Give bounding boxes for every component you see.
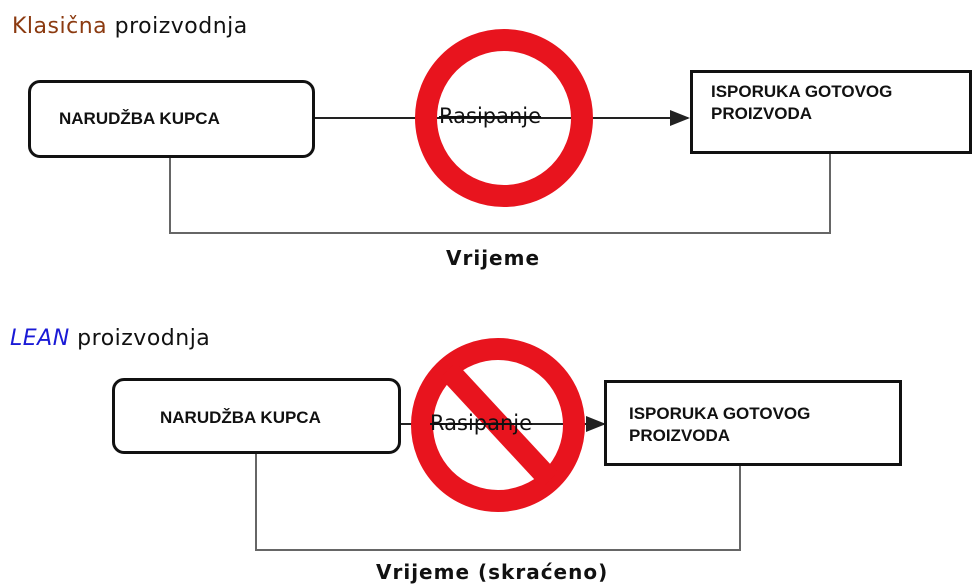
lean-flow [255, 338, 741, 551]
lean-delivery-box: ISPORUKA GOTOVOG PROIZVODA [604, 380, 902, 466]
classic-time-label: Vrijeme [446, 246, 541, 270]
lean-delivery-label: ISPORUKA GOTOVOG PROIZVODA [629, 404, 811, 445]
lean-waste-label: Rasipanje [430, 411, 533, 435]
prohibition-circle-icon [415, 29, 593, 207]
classic-waste-label: Rasipanje [439, 104, 542, 128]
classic-flow [169, 29, 831, 234]
lean-heading-accent: LEAN [10, 326, 70, 351]
classic-heading-rest: proizvodnja [107, 14, 248, 39]
lean-order-label: NARUDŽBA KUPCA [160, 408, 321, 427]
classic-order-box: NARUDŽBA KUPCA [28, 80, 315, 158]
classic-delivery-box: ISPORUKA GOTOVOG PROIZVODA [690, 70, 972, 154]
prohibition-slash [439, 362, 559, 488]
classic-order-label: NARUDŽBA KUPCA [59, 109, 220, 128]
classic-heading-accent: Klasična [12, 14, 108, 39]
lean-order-box: NARUDŽBA KUPCA [112, 378, 401, 454]
lean-time-bracket [255, 454, 741, 551]
classic-time-bracket [169, 152, 831, 234]
lean-heading-rest: proizvodnja [69, 326, 211, 351]
classic-delivery-label: ISPORUKA GOTOVOG PROIZVODA [711, 82, 893, 123]
lean-heading: LEAN proizvodnja [10, 326, 210, 351]
lean-time-label: Vrijeme (skraćeno) [376, 560, 609, 584]
prohibition-sign-icon [411, 338, 585, 512]
classic-heading: Klasična proizvodnja [12, 14, 248, 39]
